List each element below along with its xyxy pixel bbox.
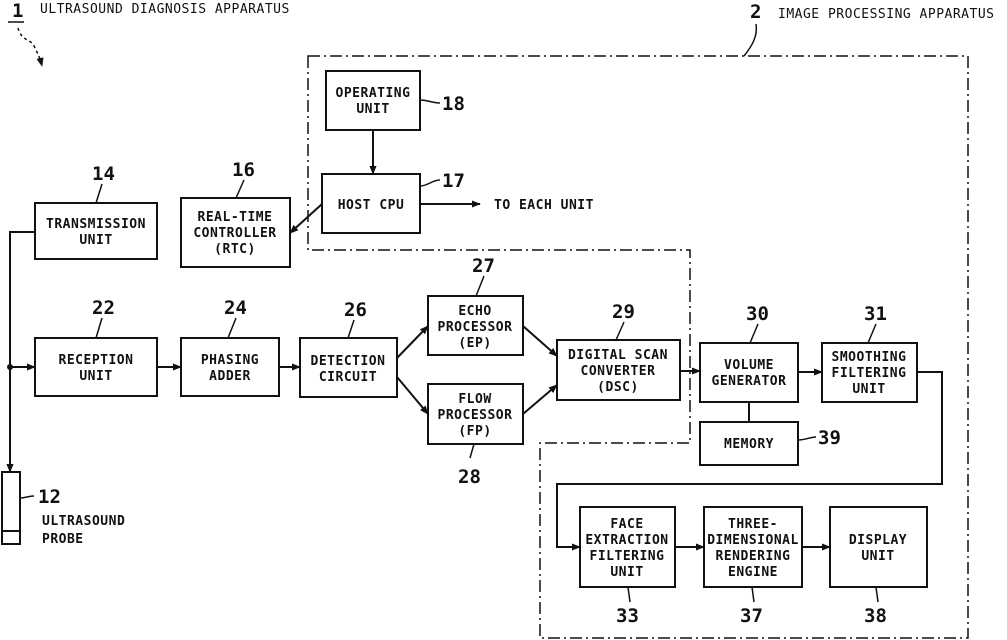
detection-circuit-label-line-1: DETECTION: [311, 354, 386, 369]
memory-label-line-1: MEMORY: [724, 437, 774, 452]
rendering-engine-label-line-1: THREE-: [728, 517, 778, 532]
ultrasound-apparatus-caption: ULTRASOUND DIAGNOSIS APPARATUS: [40, 2, 290, 17]
smoothing-filter-label-line-3: UNIT: [852, 382, 885, 397]
ref-33: 33: [616, 605, 639, 627]
to-each-unit-label: TO EACH UNIT: [494, 198, 594, 213]
probe-caption-line-2: PROBE: [42, 532, 84, 547]
dsc-label-line-2: CONVERTER: [581, 364, 656, 379]
ref-39: 39: [818, 427, 841, 449]
face-extraction-label-line-4: UNIT: [610, 565, 643, 580]
volume-generator-label-line-2: GENERATOR: [712, 374, 787, 389]
ultrasound-probe: [2, 472, 20, 544]
transmission-unit-label-line-1: TRANSMISSION: [46, 217, 146, 232]
detection-circuit-label-line-2: CIRCUIT: [319, 370, 377, 385]
detection-to-echo-wire: [397, 326, 428, 358]
echo-processor-label-line-2: PROCESSOR: [438, 320, 513, 335]
apparatus-ref-1: 1: [12, 0, 23, 22]
display-unit-label-line-2: UNIT: [861, 549, 894, 564]
operating-unit-label-line-1: OPERATING: [336, 86, 411, 101]
rtc-label-line-3: (RTC): [214, 242, 256, 257]
smoothing-filter-label-line-1: SMOOTHING: [832, 350, 907, 365]
echo-processor-label-line-3: (EP): [458, 336, 491, 351]
rtc-label-line-2: CONTROLLER: [193, 226, 276, 241]
ref-22: 22: [92, 297, 115, 319]
rtc-label-line-1: REAL-TIME: [198, 210, 273, 225]
face-extraction-label-line-2: EXTRACTION: [585, 533, 668, 548]
host-cpu-label-line-1: HOST CPU: [338, 198, 405, 213]
volume-generator-label-line-1: VOLUME: [724, 358, 774, 373]
dsc-label-line-3: (DSC): [597, 380, 639, 395]
ref-2-leader: [744, 24, 756, 56]
ref-30: 30: [746, 303, 769, 325]
flow-processor-label-line-3: (FP): [458, 424, 491, 439]
flow-to-dsc-wire: [523, 385, 557, 414]
ref-16: 16: [232, 159, 255, 181]
echo-to-dsc-wire: [523, 326, 557, 356]
rendering-engine-label-line-4: ENGINE: [728, 565, 778, 580]
flow-processor-label-line-1: FLOW: [458, 392, 491, 407]
ref-17: 17: [442, 170, 465, 192]
reception-unit-label-line-1: RECEPTION: [59, 353, 134, 368]
ref-12: 12: [38, 486, 61, 508]
face-extraction-label-line-3: FILTERING: [590, 549, 665, 564]
ref-14: 14: [92, 163, 115, 185]
face-extraction-label-line-1: FACE: [610, 517, 643, 532]
ref-24: 24: [224, 297, 247, 319]
dsc-label-line-1: DIGITAL SCAN: [568, 348, 668, 363]
ref-26: 26: [344, 299, 367, 321]
ref-31: 31: [864, 303, 887, 325]
probe-caption-line-1: ULTRASOUND: [42, 514, 125, 529]
image-processing-caption: IMAGE PROCESSING APPARATUS: [778, 7, 995, 22]
rendering-engine-label-line-3: RENDERING: [716, 549, 791, 564]
ref-29: 29: [612, 301, 635, 323]
ref-18: 18: [442, 93, 465, 115]
apparatus-ref-2: 2: [750, 1, 761, 23]
smoothing-filter-label-line-2: FILTERING: [832, 366, 907, 381]
host-to-rtc-wire: [290, 204, 322, 233]
ref-38: 38: [864, 605, 887, 627]
ref-37: 37: [740, 605, 763, 627]
transmission-to-probe-wire: [10, 232, 35, 472]
reception-unit-label-line-2: UNIT: [79, 369, 112, 384]
ref-28: 28: [458, 466, 481, 488]
display-unit-label-line-1: DISPLAY: [849, 533, 907, 548]
flow-processor-label-line-2: PROCESSOR: [438, 408, 513, 423]
detection-to-flow-wire: [397, 377, 428, 414]
operating-unit-label-line-2: UNIT: [356, 102, 389, 117]
pointer-arrow-1: [18, 28, 42, 66]
ref-27: 27: [472, 255, 495, 277]
echo-processor-label-line-1: ECHO: [458, 304, 491, 319]
phasing-adder-label-line-1: PHASING: [201, 353, 259, 368]
rendering-engine-label-line-2: DIMENSIONAL: [707, 533, 799, 548]
transmission-unit-label-line-2: UNIT: [79, 233, 112, 248]
junction-dot: [7, 364, 13, 370]
phasing-adder-label-line-2: ADDER: [209, 369, 251, 384]
